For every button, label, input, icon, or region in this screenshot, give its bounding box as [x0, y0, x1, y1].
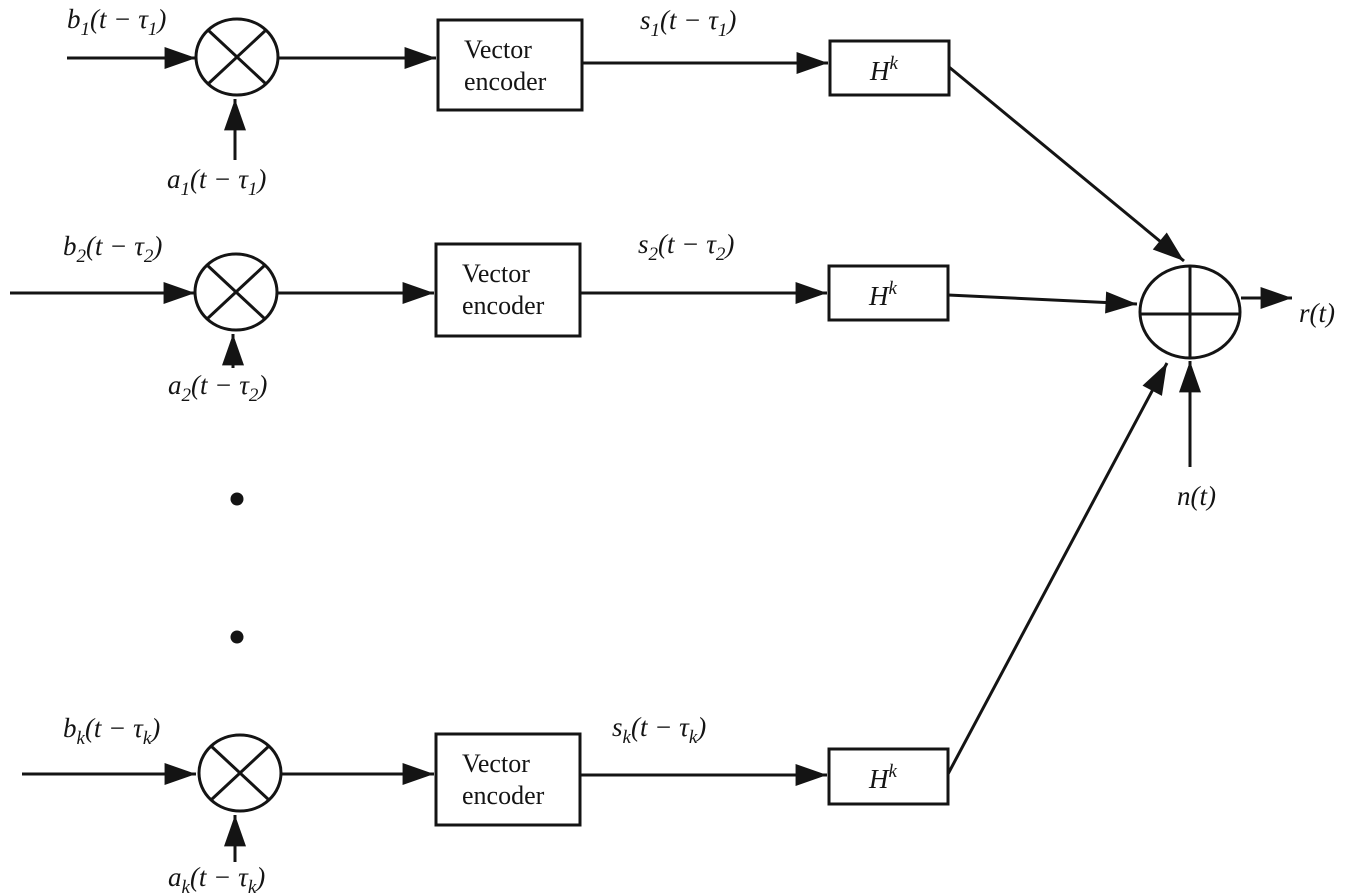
bk-var: b [63, 713, 77, 743]
b2-mid: (t − τ [86, 231, 145, 261]
s2-tau-sub: 2 [716, 244, 726, 265]
channel-hk-box-2 [827, 264, 950, 322]
s1-var: s [640, 5, 651, 35]
ak-end: ) [254, 862, 265, 892]
hkk-base: H [868, 764, 890, 794]
b2-sub: 2 [77, 246, 87, 267]
hk1-sup: k [890, 53, 899, 74]
a1-tau-sub: 1 [248, 179, 258, 200]
sk-signal-label: sk(t − τk) [612, 712, 706, 748]
a2-var: a [168, 370, 182, 400]
a2-end: ) [256, 370, 267, 400]
b2-var: b [63, 231, 77, 261]
a1-spreading-label: a1(t − τ1) [167, 164, 266, 200]
vector-encoder-label-k-line1: Vector [462, 749, 530, 778]
a2-spreading-label: a2(t − τ2) [168, 370, 267, 406]
sum-node: n(t) r(t) [1138, 264, 1335, 511]
hk1-base: H [869, 56, 891, 86]
b1-input-label: b1(t − τ1) [67, 4, 166, 40]
b1-end: ) [155, 4, 166, 34]
s2-sub: 2 [649, 244, 659, 265]
a2-mid: (t − τ [191, 370, 250, 400]
channel-hk-box-k [827, 747, 950, 806]
vector-encoder-box-k [434, 732, 582, 827]
s1-mid: (t − τ [660, 5, 719, 35]
sk-sub: k [623, 727, 632, 748]
ak-var: a [168, 862, 182, 892]
continuation-dot [230, 492, 244, 506]
ak-spreading-label: ak(t − τk) [168, 862, 265, 895]
b1-mid: (t − τ [90, 4, 149, 34]
hk2-sup: k [889, 278, 898, 299]
a1-var: a [167, 164, 181, 194]
s1-sub: 1 [651, 20, 661, 41]
bk-tau-sub: k [143, 728, 152, 749]
multiplier-node-1 [194, 17, 280, 97]
a2-sub: 2 [182, 385, 192, 406]
s2-end: ) [723, 229, 734, 259]
multiplier-cross-icon [205, 263, 267, 321]
b2-end: ) [151, 231, 162, 261]
s2-signal-label: s2(t − τ2) [638, 229, 734, 265]
a2-tau-sub: 2 [249, 385, 259, 406]
b2-input-label: b2(t − τ2) [63, 231, 162, 267]
channel-hk-label-1: Hk [869, 53, 899, 86]
multiplier-node-k [197, 733, 283, 813]
continuation-dots [230, 492, 244, 644]
s2-var: s [638, 229, 649, 259]
bk-sub: k [77, 728, 86, 749]
vector-encoder-box-1 [436, 18, 584, 112]
arrow-channel2-to-sum [947, 291, 1138, 314]
hkk-sup: k [889, 761, 898, 782]
arrow-channelk-to-sum [946, 362, 1169, 775]
s1-signal-label: s1(t − τ1) [640, 5, 736, 41]
sk-var: s [612, 712, 623, 742]
bk-mid: (t − τ [85, 713, 144, 743]
vector-encoder-label-k-line2: encoder [462, 781, 545, 810]
vector-encoder-label-2-line1: Vector [462, 259, 530, 288]
continuation-dot [230, 630, 244, 644]
sk-end: ) [695, 712, 706, 742]
s1-end: ) [725, 5, 736, 35]
s2-mid: (t − τ [658, 229, 717, 259]
b1-sub: 1 [81, 19, 91, 40]
s1-tau-sub: 1 [718, 20, 728, 41]
a1-end: ) [255, 164, 266, 194]
a1-mid: (t − τ [190, 164, 249, 194]
channel-hk-label-2: Hk [868, 278, 898, 311]
vector-encoder-label-1-line1: Vector [464, 35, 532, 64]
bk-input-label: bk(t − τk) [63, 713, 160, 749]
arrow-channel1-to-sum [948, 65, 1185, 263]
multiplier-cross-icon [209, 744, 271, 802]
sk-tau-sub: k [689, 727, 698, 748]
branch-row-k: bk(t − τk) ak(t − τk) Vector encoder sk(… [22, 362, 1169, 895]
channel-hk-label-k: Hk [868, 761, 898, 794]
noise-label: n(t) [1177, 481, 1216, 511]
branch-row-1: b1(t − τ1) a1(t − τ1) Vector encoder s1(… [67, 4, 1185, 263]
branch-row-2: b2(t − τ2) a2(t − τ2) Vector encoder s2(… [10, 229, 1138, 406]
output-label: r(t) [1299, 298, 1335, 328]
vector-encoder-box-2 [434, 242, 582, 338]
bk-end: ) [149, 713, 160, 743]
multiplier-cross-icon [206, 28, 268, 86]
a1-sub: 1 [181, 179, 191, 200]
multiplier-node-2 [193, 252, 279, 332]
b1-var: b [67, 4, 81, 34]
b2-tau-sub: 2 [144, 246, 154, 267]
ak-mid: (t − τ [190, 862, 249, 892]
ak-tau-sub: k [248, 877, 257, 895]
vector-encoder-label-2-line2: encoder [462, 291, 545, 320]
sk-mid: (t − τ [631, 712, 690, 742]
vector-encoder-label-1-line2: encoder [464, 67, 547, 96]
b1-tau-sub: 1 [148, 19, 158, 40]
ak-sub: k [182, 877, 191, 895]
hk2-base: H [868, 281, 890, 311]
